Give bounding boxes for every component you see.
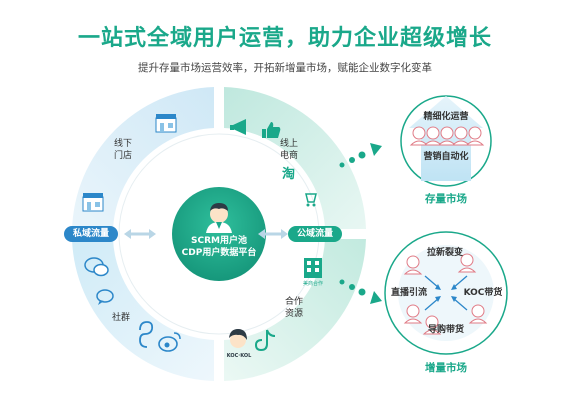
converging-arrows-icon	[424, 275, 468, 311]
dotted-arrow-upper-icon	[339, 143, 382, 168]
private-arrow-icon	[124, 229, 156, 239]
stock-item-marketing-automation: 营销自动化	[423, 152, 469, 162]
person-icon-right	[468, 304, 488, 324]
person-icon-5	[465, 126, 485, 146]
chat-bubble-icon	[96, 289, 114, 305]
ring-segment-bottom-left	[72, 239, 214, 381]
taobao-icon: 淘	[282, 166, 295, 182]
store-sign-text: 美商合作	[302, 281, 323, 287]
page-subtitle: 提升存量市场运营效率，开拓新增量市场，赋能企业数字化变革	[138, 62, 432, 74]
community-label: 社群	[111, 313, 130, 323]
person-icon-3	[437, 126, 457, 146]
store-icon-2	[82, 193, 104, 212]
stock-market-label: 存量市场	[425, 193, 467, 205]
incremental-left-label: 直播引流	[390, 288, 427, 298]
center-label: SCRM用户池 CDP用户数据平台	[181, 236, 257, 258]
store-icon-1	[155, 114, 177, 133]
incremental-right-label: KOC带货	[463, 288, 503, 298]
online-ecommerce-label: 线上 电商	[279, 139, 298, 161]
thumbs-up-icon	[262, 122, 281, 138]
user-avatar-icon	[206, 203, 232, 233]
private-traffic-pill: 私域流量	[64, 226, 118, 242]
ring-segment-top-right	[224, 87, 366, 229]
center-circle	[172, 187, 266, 281]
tiktok-icon	[254, 329, 276, 352]
wechat-icon	[84, 257, 109, 277]
person-icon-left	[403, 255, 423, 275]
svg-text:淘: 淘	[282, 166, 295, 182]
public-traffic-pill: 公域流量	[288, 226, 342, 242]
person-icon-4	[451, 126, 471, 146]
page-title: 一站式全域用户运营，助力企业超级增长	[77, 26, 492, 51]
weibo-icon	[158, 332, 181, 352]
ring-segment-top-left	[72, 87, 214, 231]
incremental-market-label: 增量市场	[425, 362, 467, 374]
stock-item-refined-ops: 精细化运营	[423, 112, 469, 122]
influencer-avatar-icon	[229, 329, 247, 348]
koc-kol-tag: KOC·KOL	[226, 353, 252, 359]
person-icon-2	[423, 126, 443, 146]
incremental-bottom-label: 导购带货	[427, 325, 464, 335]
megaphone-icon	[230, 119, 246, 135]
person-icon-top	[457, 253, 477, 273]
person-icon-bottom-left	[403, 304, 423, 324]
person-icon-bottom	[422, 315, 442, 335]
incremental-top-label: 拉新裂变	[426, 248, 463, 258]
cart-icon	[305, 193, 317, 207]
dotted-arrow-lower-icon	[339, 279, 382, 304]
partner-resources-label: 合作 资源	[284, 297, 303, 319]
offline-store-label: 线下 门店	[113, 139, 132, 161]
public-arrow-icon	[258, 229, 288, 239]
storefront-icon	[304, 258, 322, 278]
ring-segment-bottom-right	[224, 239, 366, 381]
miniprogram-icon	[139, 321, 154, 348]
